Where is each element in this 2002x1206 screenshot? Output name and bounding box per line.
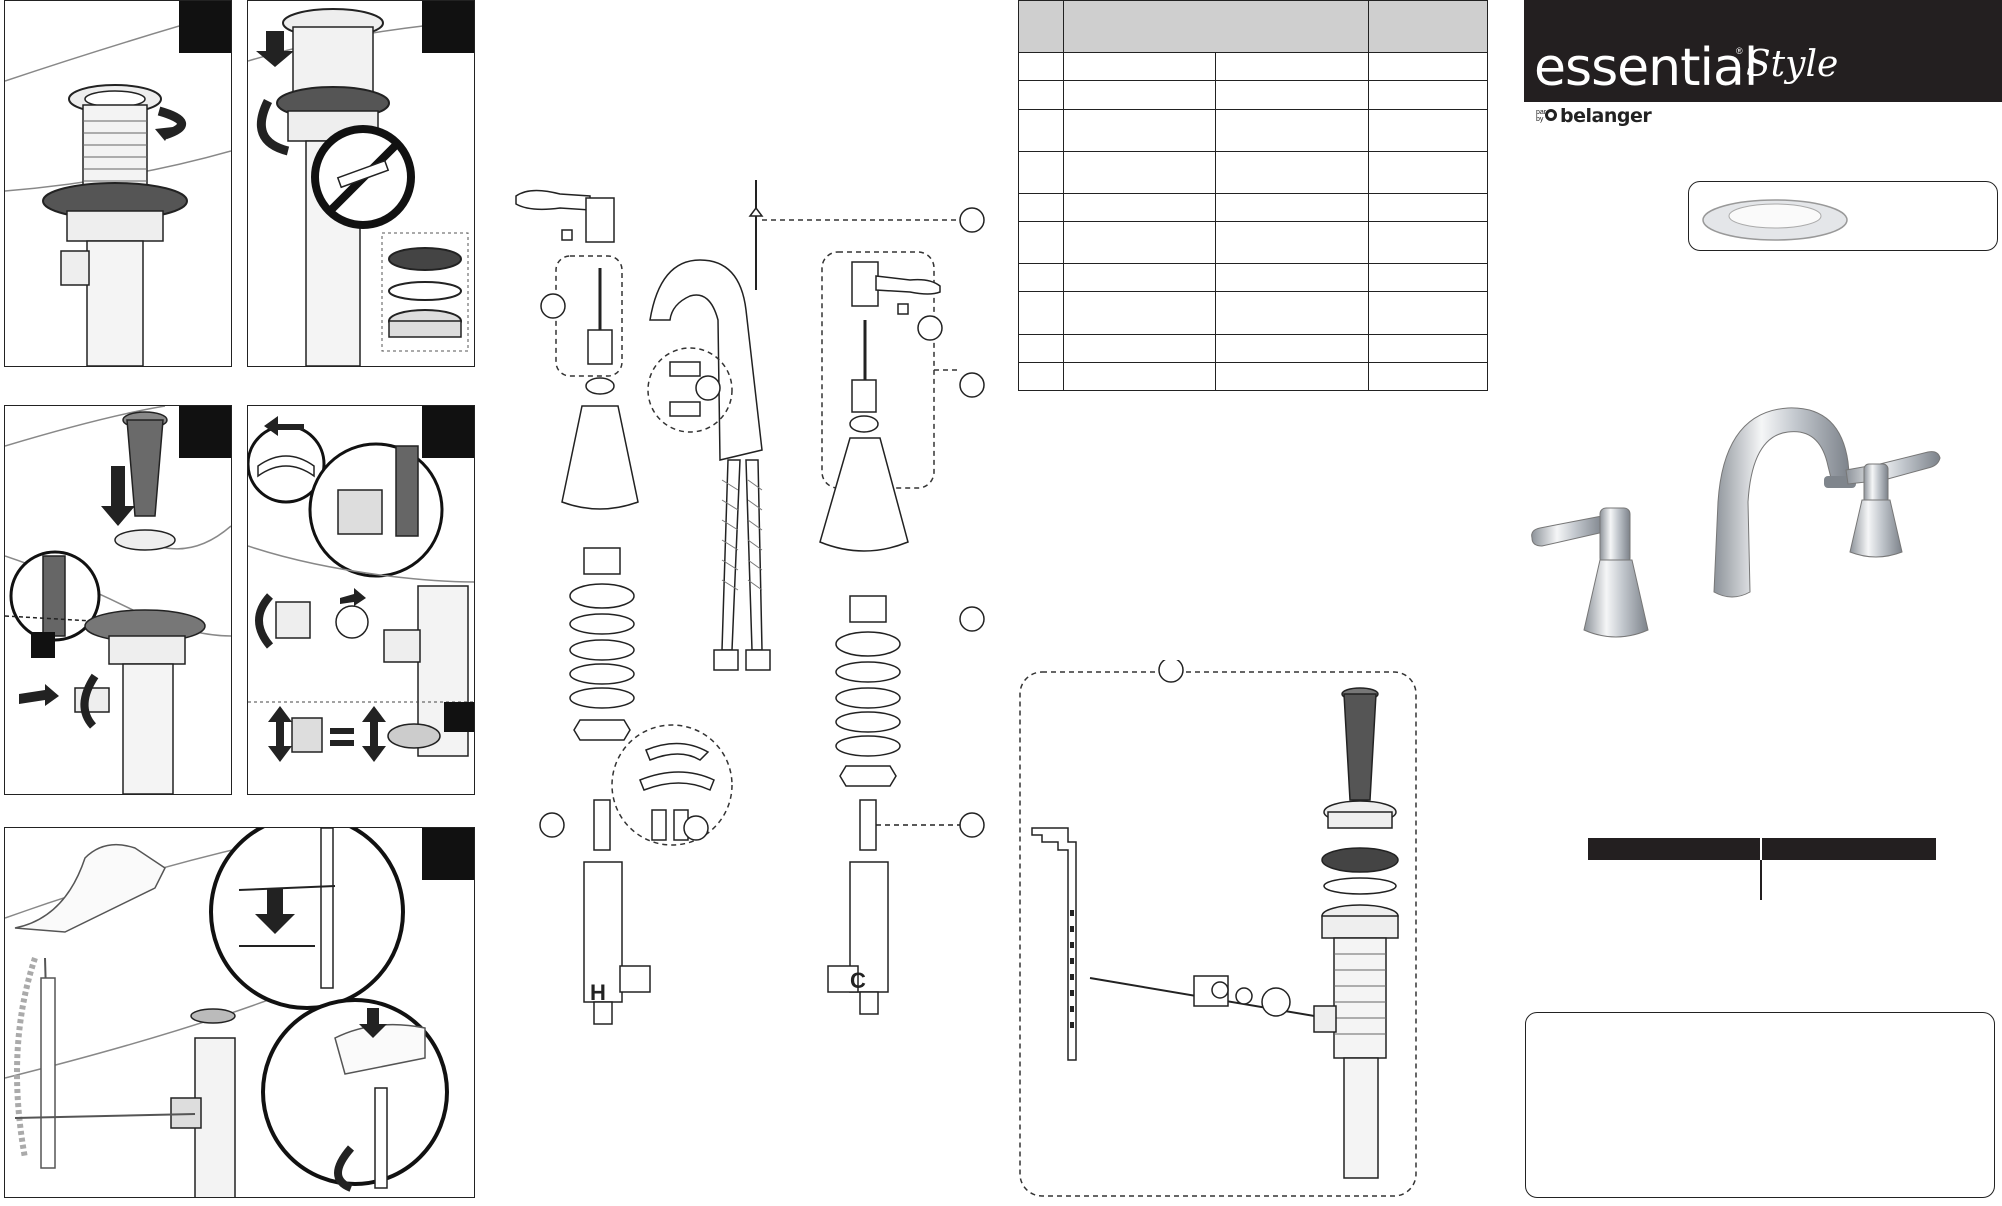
parts-list-table	[1018, 0, 1488, 392]
table-row	[1018, 361, 1488, 392]
step-number-tag	[422, 828, 474, 880]
drain-cap-icon	[1702, 199, 1848, 241]
table-row	[1018, 108, 1488, 152]
spec-table-header	[1588, 838, 1936, 860]
tip-icon	[31, 632, 55, 658]
mounting-hardware	[611, 724, 733, 846]
spec-divider	[1760, 860, 1762, 900]
hot-marker: H	[590, 980, 606, 1005]
drain-finish-box	[1688, 181, 1998, 251]
table-row	[1018, 80, 1488, 110]
step-number-tag	[179, 406, 231, 458]
spec-header-cell	[1762, 838, 1936, 860]
step-1-panel	[4, 0, 232, 367]
left-handle-parts	[515, 189, 639, 510]
table-row	[1018, 150, 1488, 194]
right-handle-parts	[819, 251, 985, 552]
spec-header-cell	[1760, 838, 1762, 860]
notes-box	[1525, 1012, 1995, 1198]
brand-header: essential ® Style	[1524, 0, 2002, 102]
drain-assembly-diagram	[1019, 660, 1417, 1197]
table-header-cell	[1018, 0, 1064, 54]
step-2-panel	[247, 0, 475, 367]
no-wrench-icon	[248, 8, 474, 366]
by-label: by	[1536, 116, 1544, 123]
table-row	[1018, 192, 1488, 223]
spec-header-cell	[1588, 838, 1760, 860]
cold-marker: C	[850, 968, 866, 993]
table-row	[1018, 221, 1488, 265]
table-row	[1018, 333, 1488, 363]
spec-table	[1588, 838, 1936, 900]
step-number-tag	[422, 406, 474, 458]
par-label: par	[1536, 109, 1547, 116]
registered-mark: ®	[1736, 46, 1743, 56]
faucet-product-image	[1531, 407, 1941, 638]
brand-style-word: Style	[1746, 44, 1839, 85]
brand-line-name: essential	[1534, 38, 1758, 98]
step-4-panel	[247, 405, 475, 795]
table-row	[1018, 263, 1488, 293]
drain-stopper-stack	[1313, 687, 1399, 1179]
step-number-tag	[422, 1, 474, 53]
drain-flange-icon	[5, 10, 231, 366]
step-5-panel	[4, 827, 475, 1198]
table-header-cell	[1368, 0, 1488, 54]
table-row	[1018, 291, 1488, 335]
spout-parts	[647, 180, 985, 671]
exploded-faucet-diagram: H C	[515, 180, 985, 1025]
pop-up-rod-icon	[5, 406, 231, 794]
left-valve-stack	[539, 547, 651, 1025]
step-3-panel	[4, 405, 232, 795]
table-row	[1018, 52, 1488, 82]
tip-icon	[444, 702, 474, 732]
right-valve-stack	[827, 595, 985, 1015]
maker-logo-icon	[1545, 109, 1557, 121]
table-header-cell	[1063, 0, 1369, 54]
step-number-tag	[179, 1, 231, 53]
lift-rod-clip-icon	[5, 828, 449, 1197]
pivot-ball-icon	[248, 416, 474, 762]
maker-name: belanger	[1560, 105, 1652, 127]
